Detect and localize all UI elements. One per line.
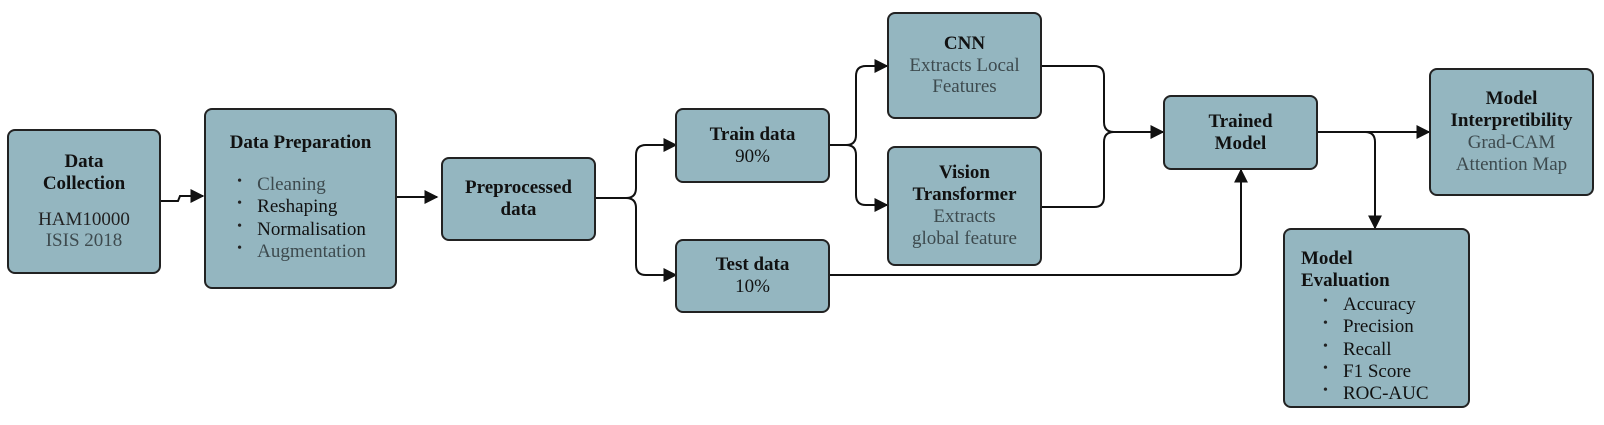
list-item: ROC-AUC [1321,383,1429,405]
list-item: Cleaning [235,174,366,196]
test-data-title: Test data [715,254,790,276]
train-split-value: 90% [735,145,770,167]
cnn-title: CNN [943,32,986,54]
preprocessed-data-box: Preprocessed data [441,157,596,241]
list-item: Recall [1321,339,1429,361]
arrow-train-to-vit [845,144,889,212]
arrow-preprocessed-to-train [596,138,678,199]
arrow-cnn-to-trained [1042,65,1165,139]
arrow-collection-to-preparation [158,189,205,203]
list-item: Precision [1321,316,1429,338]
test-data-box: Test data 10% [675,239,830,313]
arrow-preprocessed-to-test [625,197,678,282]
arrow-train-to-cnn [830,59,889,146]
preprocessed-data-title: Preprocessed data [465,177,572,220]
data-collection-box: Data Collection HAM10000 ISIS 2018 [7,129,161,274]
list-item: Augmentation [235,241,366,263]
data-preparation-box: Data Preparation Cleaning Reshaping Norm… [204,108,397,289]
list-item: Normalisation [235,219,366,241]
vision-transformer-box: Vision Transformer Extracts global featu… [887,146,1042,266]
vision-transformer-title: Vision Transformer [912,162,1017,206]
model-evaluation-title: Model Evaluation [1301,248,1390,291]
cnn-box: CNN Extracts Local Features [887,12,1042,119]
list-item: Accuracy [1321,294,1429,316]
data-preparation-title: Data Preparation [229,132,372,153]
arrow-trained-to-evaluation [1364,131,1382,230]
model-evaluation-box: Model Evaluation Accuracy Precision Reca… [1283,228,1470,408]
dataset-isis-2018: ISIS 2018 [45,230,123,252]
trained-model-box: Trained Model [1163,95,1318,170]
test-split-value: 10% [735,276,770,297]
dataset-ham10000: HAM10000 [38,208,130,230]
list-item: Reshaping [235,196,366,218]
evaluation-metrics-list: Accuracy Precision Recall F1 Score ROC-A… [1321,294,1429,406]
train-data-box: Train data 90% [675,108,830,183]
train-data-title: Train data [709,123,796,145]
cnn-description: Extracts Local Features [909,54,1020,98]
attention-map-label: Attention Map [1455,153,1568,175]
model-interpretibility-box: Model Interpretibility Grad-CAM Attentio… [1429,68,1594,196]
arrow-vit-to-trained [1042,131,1115,208]
trained-model-title: Trained Model [1208,110,1273,154]
list-item: F1 Score [1321,361,1429,383]
grad-cam-label: Grad-CAM [1467,132,1556,153]
data-collection-title: Data Collection [42,150,126,194]
preparation-steps-list: Cleaning Reshaping Normalisation Augment… [235,174,366,264]
vision-transformer-description: Extracts global feature [912,206,1017,249]
model-interpretibility-title: Model Interpretibility [1450,88,1573,132]
